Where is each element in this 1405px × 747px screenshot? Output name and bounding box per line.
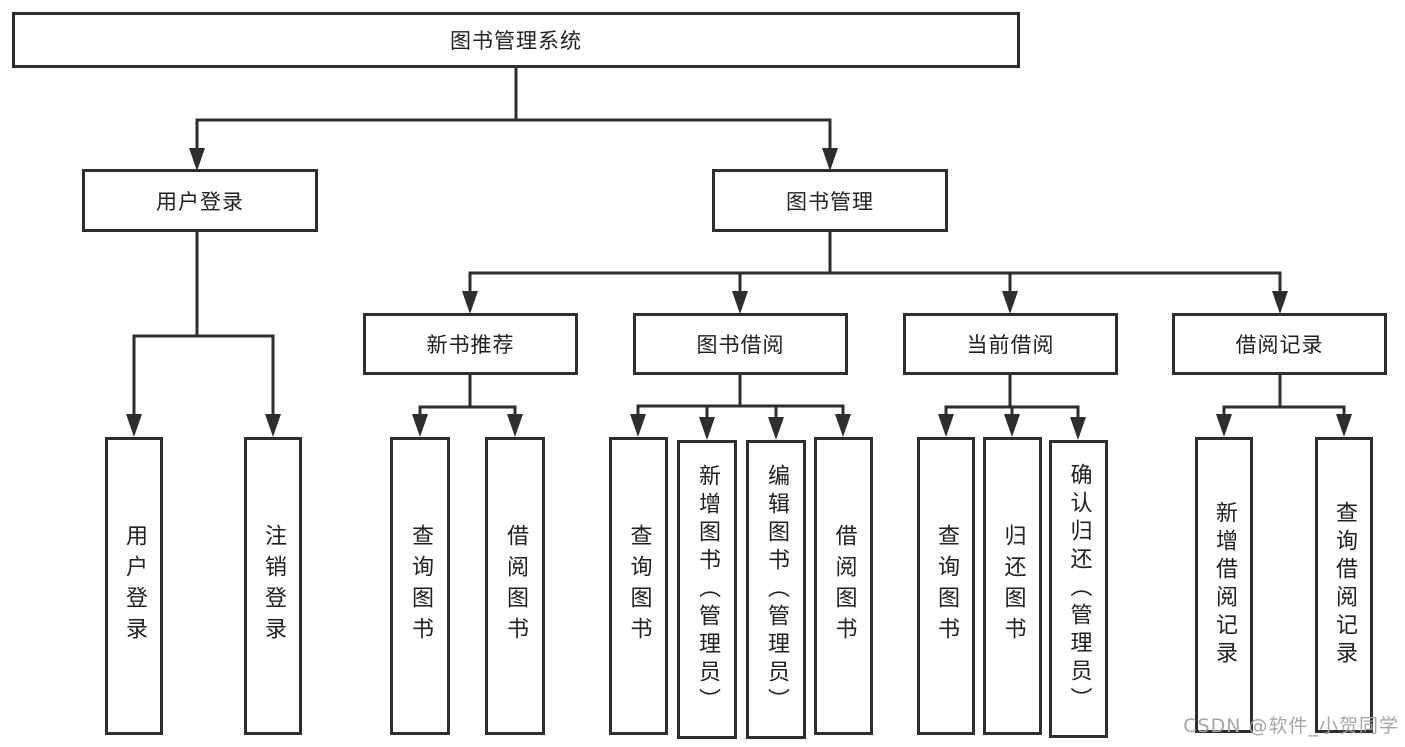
leaf-user-login: 用户登录	[105, 437, 163, 735]
leaf-confirm-return-admin: 确认归还（管理员）	[1049, 440, 1108, 738]
node-borrow-records: 借阅记录	[1172, 313, 1387, 375]
leaf-add-books-admin: 新增图书（管理员）	[677, 440, 737, 739]
leaf-query-borrow-record: 查询借阅记录	[1315, 437, 1373, 733]
node-label: 归还图书	[1000, 524, 1026, 648]
node-label: 用户登录	[122, 524, 147, 648]
arrow-icon	[1070, 417, 1086, 440]
node-label: 新书推荐	[426, 333, 515, 357]
arrow-icon	[1272, 291, 1288, 314]
arrow-icon	[1002, 291, 1018, 314]
node-label: 借阅图书	[831, 524, 857, 648]
arrow-icon	[412, 414, 428, 437]
arrow-icon	[699, 417, 715, 440]
node-label: 借阅图书	[503, 524, 528, 648]
arrow-icon	[768, 417, 784, 440]
arrow-icon	[732, 291, 748, 314]
node-book-borrowing: 图书借阅	[633, 313, 848, 375]
node-label: 编辑图书（管理员）	[764, 463, 789, 716]
arrow-icon	[630, 414, 646, 437]
leaf-query-books-recommend: 查询图书	[390, 437, 450, 735]
node-user-login: 用户登录	[82, 169, 318, 232]
node-label: 注销登录	[261, 524, 286, 648]
node-current-borrowing: 当前借阅	[903, 313, 1118, 375]
node-label: 确认归还（管理员）	[1066, 463, 1092, 715]
node-label: 借阅记录	[1235, 333, 1324, 357]
arrow-icon	[835, 414, 851, 437]
node-label: 查询图书	[934, 524, 959, 648]
leaf-logout: 注销登录	[244, 437, 302, 735]
arrowheads	[126, 148, 1352, 440]
node-label: 当前借阅	[966, 333, 1055, 357]
arrow-icon	[938, 414, 954, 437]
arrow-icon	[126, 414, 142, 437]
node-root-title: 图书管理系统	[12, 12, 1020, 68]
node-label: 用户登录	[156, 189, 244, 214]
leaf-edit-books-admin: 编辑图书（管理员）	[746, 440, 806, 739]
arrow-icon	[1216, 414, 1232, 437]
arrow-icon	[1336, 414, 1352, 437]
leaf-borrow-books: 借阅图书	[814, 437, 873, 735]
arrow-icon	[265, 414, 281, 437]
leaf-query-books-borrowing: 查询图书	[609, 437, 668, 735]
node-label: 图书借阅	[696, 333, 785, 357]
node-label: 查询图书	[626, 524, 652, 648]
arrow-icon	[822, 148, 838, 171]
arrow-icon	[189, 148, 205, 171]
node-label: 新增借阅记录	[1212, 501, 1237, 669]
arrow-icon	[462, 291, 478, 314]
arrow-icon	[507, 414, 523, 437]
node-label: 新增图书（管理员）	[695, 463, 720, 716]
node-label: 查询借阅记录	[1332, 501, 1357, 669]
node-label: 图书管理	[786, 189, 874, 214]
node-book-management: 图书管理	[712, 169, 948, 232]
leaf-borrow-books-recommend: 借阅图书	[485, 437, 545, 735]
node-label: 图书管理系统	[450, 29, 582, 53]
leaf-return-books: 归还图书	[983, 437, 1042, 735]
leaf-add-borrow-record: 新增借阅记录	[1195, 437, 1253, 733]
node-label: 查询图书	[408, 524, 433, 648]
csdn-watermark: CSDN @软件_小贺同学	[1183, 715, 1399, 737]
node-new-book-recommend: 新书推荐	[363, 313, 578, 375]
leaf-query-books-current: 查询图书	[917, 437, 975, 735]
arrow-icon	[1004, 414, 1020, 437]
